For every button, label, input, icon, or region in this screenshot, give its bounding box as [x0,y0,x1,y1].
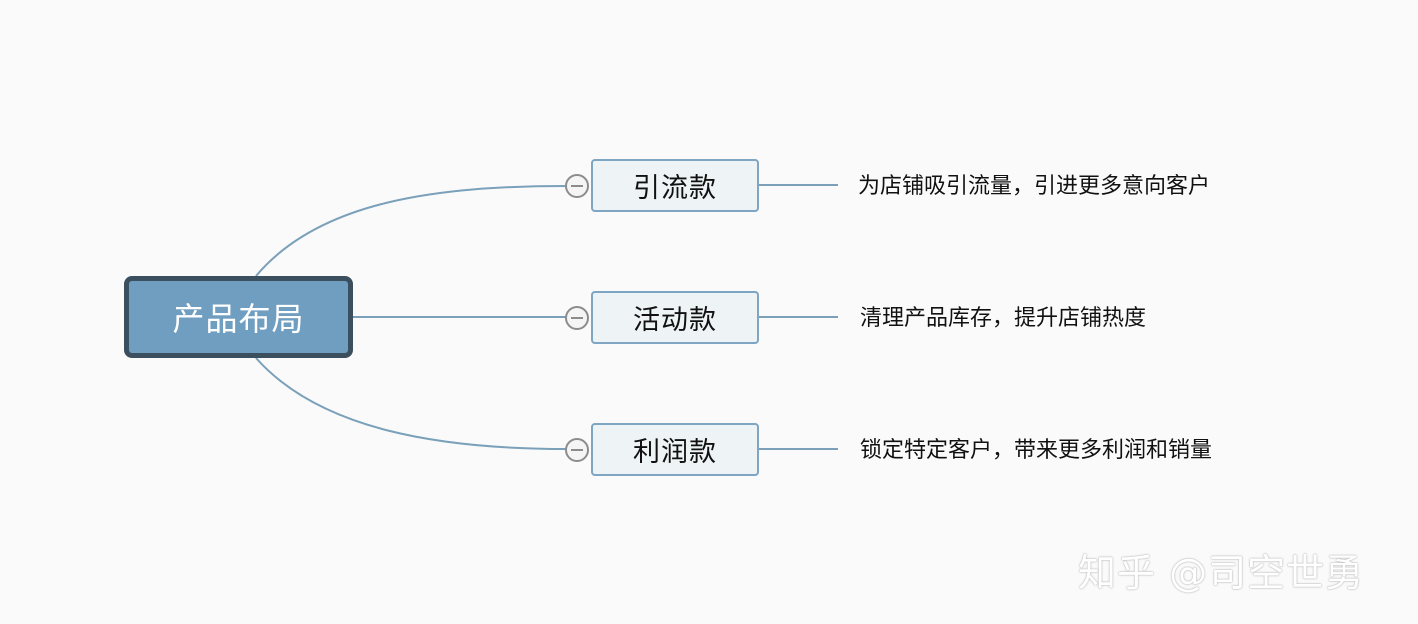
branch-topic-promotion[interactable]: 活动款 [591,291,759,344]
branch-topic-traffic[interactable]: 引流款 [591,159,759,212]
branch-description-profit: 锁定特定客户，带来更多利润和销量 [860,438,1213,463]
connector-root-to-branch-1 [255,185,568,277]
root-topic[interactable]: 产品布局 [124,276,353,358]
branch-topic-profit[interactable]: 利润款 [591,423,759,476]
root-topic-label: 产品布局 [172,300,305,338]
branch-topic-label: 引流款 [633,173,717,204]
collapse-branch-2-minus-icon[interactable] [565,306,589,330]
branch-topic-label: 活动款 [633,305,717,336]
collapse-branch-3-minus-icon[interactable] [565,438,589,462]
branch-description-traffic: 为店铺吸引流量，引进更多意向客户 [858,174,1211,199]
branch-description-promotion: 清理产品库存，提升店铺热度 [860,306,1147,331]
branch-topic-label: 利润款 [633,437,717,468]
collapse-branch-1-minus-icon[interactable] [565,174,589,198]
watermark: 知乎 @司空世勇 [1078,551,1365,595]
connector-root-to-branch-3 [255,357,568,450]
